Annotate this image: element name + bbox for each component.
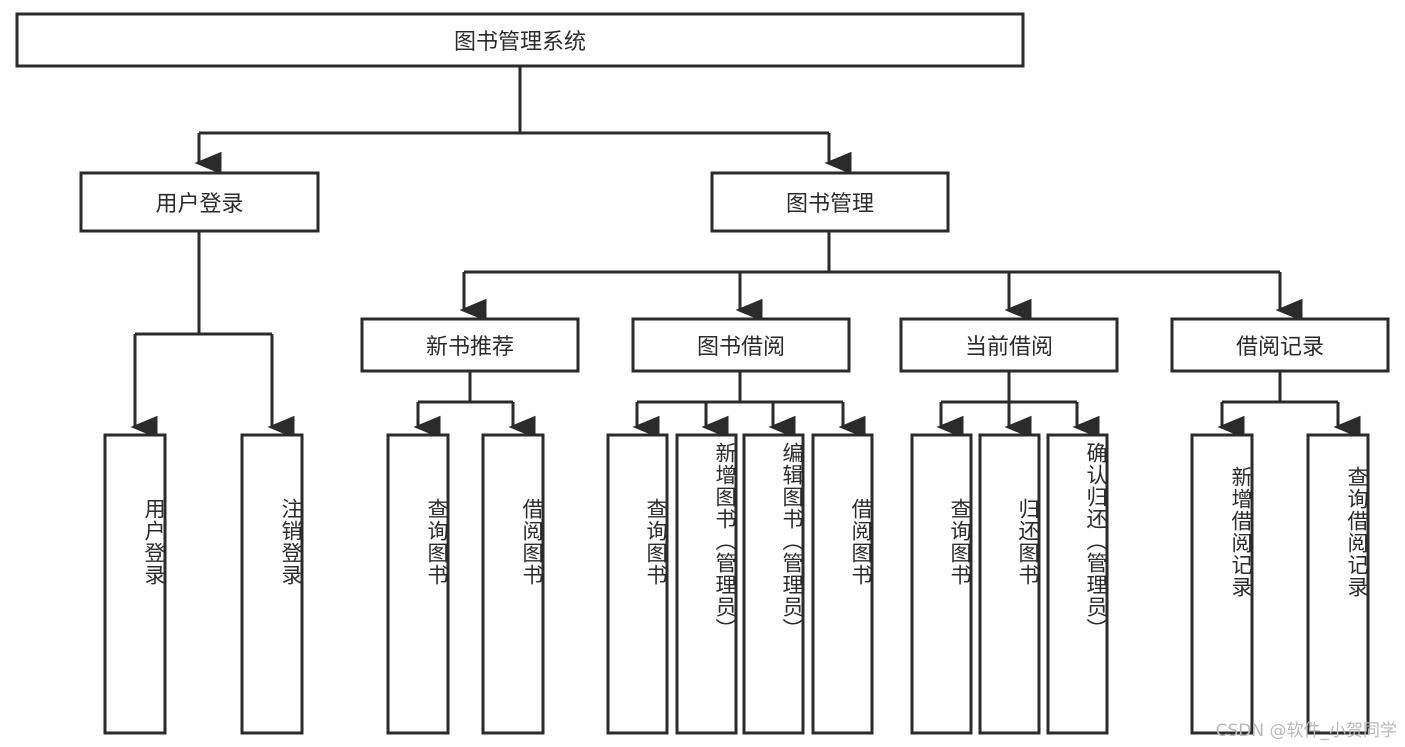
leaf-box-bw-query[interactable] [606,433,669,735]
node-box-borrow-record[interactable] [1170,317,1390,373]
leaf-box-user-login[interactable] [103,433,167,735]
csdn-watermark: CSDN @软件_小贺同学 [1215,721,1397,741]
node-box-book-management[interactable] [710,171,950,233]
leaf-box-cur-confirm[interactable] [1046,433,1109,735]
leaf-box-rec-add[interactable] [1190,433,1254,735]
node-box-current-borrow[interactable] [899,317,1119,373]
leaf-box-nb-borrow[interactable] [481,433,545,735]
leaf-box-bw-edit[interactable] [742,433,805,735]
node-box-user-login[interactable] [79,171,320,233]
node-box-new-book-recommend[interactable] [360,317,580,373]
node-box-root[interactable] [15,12,1025,68]
node-box-book-borrow[interactable] [631,317,851,373]
leaf-box-cur-return[interactable] [978,433,1041,735]
leaf-box-bw-borrow[interactable] [811,433,874,735]
leaf-box-nb-query[interactable] [386,433,450,735]
leaf-box-user-logout[interactable] [240,433,304,735]
leaf-box-bw-add[interactable] [675,433,738,735]
leaf-box-rec-query[interactable] [1306,433,1370,735]
leaf-box-cur-query[interactable] [910,433,973,735]
